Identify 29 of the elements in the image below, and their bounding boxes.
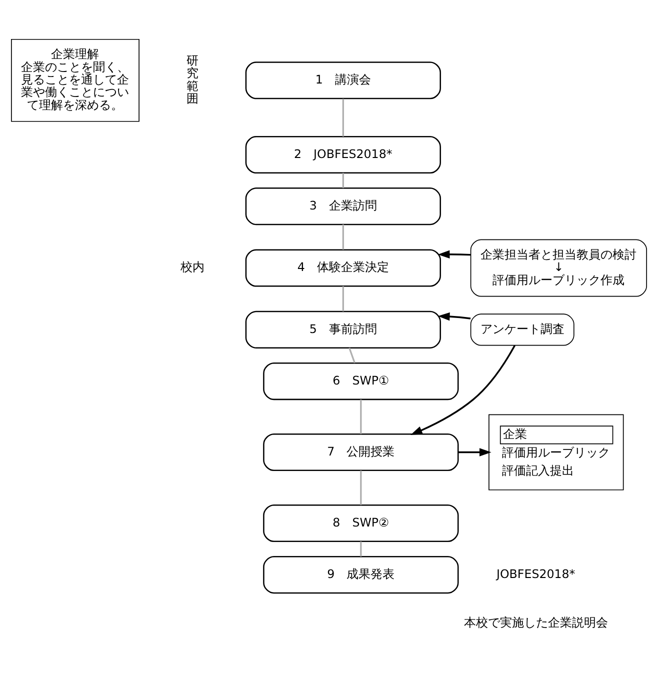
label: JOBFES2018* — [496, 566, 576, 580]
label: 校内 — [180, 260, 205, 274]
connector — [342, 98, 344, 136]
node-box: 3 企業訪問 — [245, 187, 441, 225]
node-box: 8 SWP② — [263, 504, 459, 542]
node-box: 企業 評価用ルーブリック 評価記入提出 — [488, 414, 624, 490]
node-box: 4 体験企業決定 — [245, 248, 441, 286]
connector — [348, 347, 356, 363]
connector — [360, 399, 362, 434]
arrow — [458, 448, 492, 456]
node-box: 7 公開授業 — [263, 432, 459, 471]
arrow — [438, 250, 471, 258]
node-box: 2 JOBFES2018* — [245, 135, 441, 174]
node-box: 企業担当者と担当教員の検討 ↓ 評価用ルーブリック作成 — [470, 238, 647, 296]
connector — [342, 172, 344, 188]
node-box: 1 講演会 — [245, 61, 441, 99]
connector — [342, 224, 344, 250]
connector — [360, 541, 362, 556]
node-box: 6 SWP① — [263, 362, 459, 400]
label: 研究範囲 — [186, 52, 199, 106]
arrow — [438, 312, 471, 320]
node-box: 9 成果発表 — [263, 556, 459, 594]
label: 本校で実施した企業説明会 — [464, 615, 608, 630]
arrow — [410, 344, 516, 435]
node-box: 5 事前訪問 — [245, 310, 441, 348]
connector — [342, 286, 344, 311]
node-box: 企業理解 企業のことを聞く、見ることを通して企業や働くことについて理解を深める。 — [11, 38, 140, 122]
connector — [360, 470, 362, 504]
node-box: アンケート調査 — [470, 313, 574, 346]
